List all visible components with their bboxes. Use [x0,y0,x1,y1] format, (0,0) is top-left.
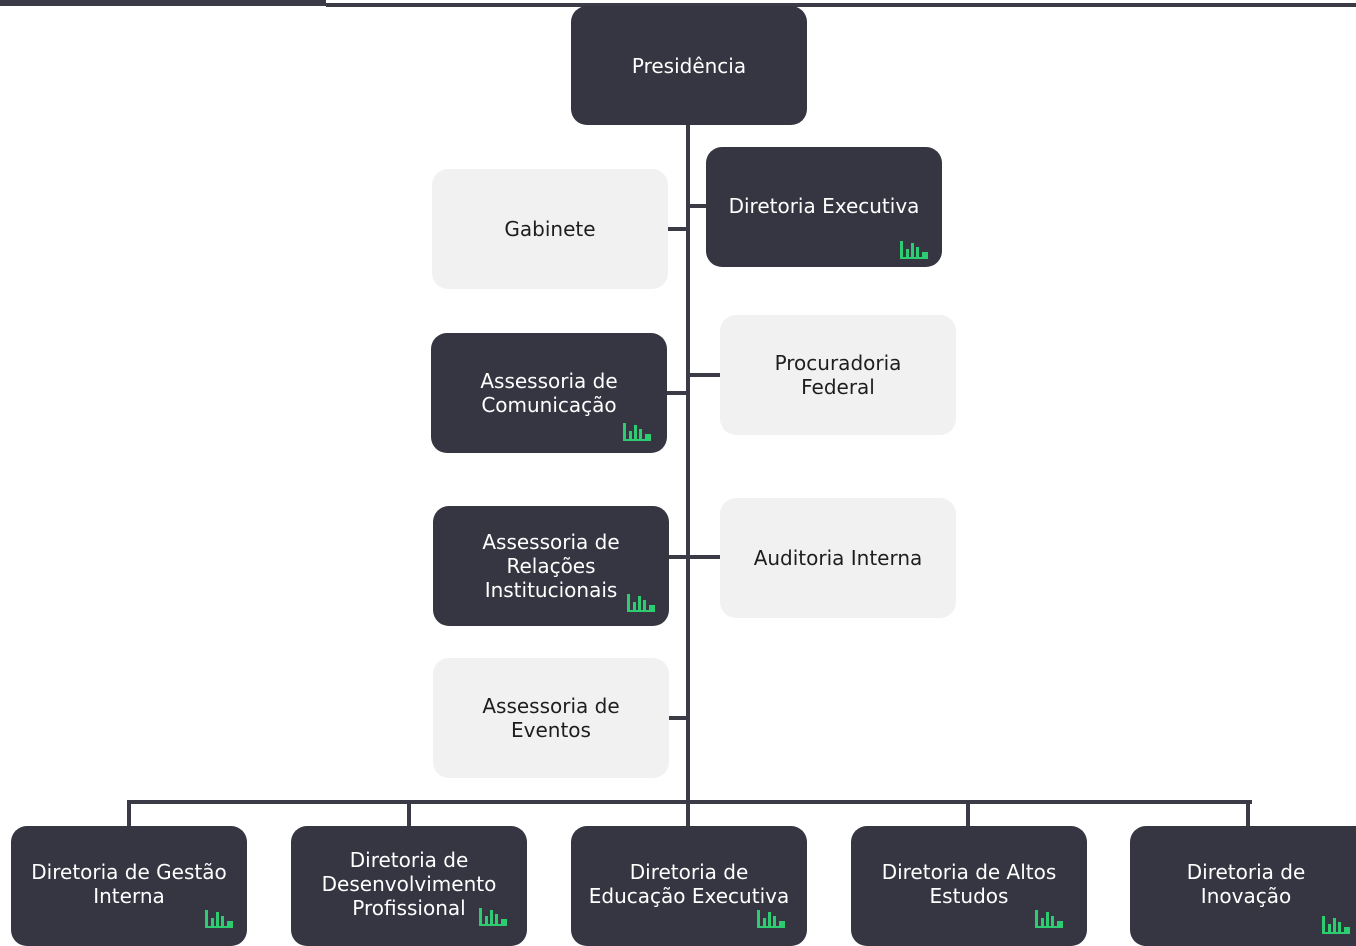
node-diretoria-desenvolvimento-profissional: Diretoria de Desenvolvimento Profissiona… [291,826,527,946]
connector-diretoria-executiva [688,204,708,208]
header-bar [0,0,326,6]
node-diretoria-educacao-executiva: Diretoria de Educação Executiva [571,826,807,946]
node-procuradoria-federal: Procuradoria Federal [720,315,956,435]
drop-desenvolvimento [407,800,411,828]
drop-altos-estudos [966,800,970,828]
node-auditoria-interna: Auditoria Interna [720,498,956,618]
node-label: Diretoria de Educação Executiva [588,860,790,908]
node-label: Gabinete [504,217,596,241]
node-diretoria-altos-estudos: Diretoria de Altos Estudos [851,826,1087,946]
header-divider [326,3,1356,7]
bar-chart-icon[interactable] [1320,912,1354,936]
connector-comunicacao [667,391,688,395]
node-assessoria-comunicacao: Assessoria de Comunicação [431,333,667,453]
node-assessoria-eventos: Assessoria de Eventos [433,658,669,778]
node-gabinete: Gabinete [432,169,668,289]
connector-auditoria [688,555,720,559]
node-diretoria-gestao-interna: Diretoria de Gestão Interna [11,826,247,946]
node-diretoria-inovacao: Diretoria de Inovação [1130,826,1356,946]
node-label: Diretoria de Desenvolvimento Profissiona… [321,848,497,920]
connector-eventos [668,716,688,720]
bar-chart-icon[interactable] [1033,906,1067,930]
node-label: Diretoria de Inovação [1186,860,1306,908]
bar-chart-icon[interactable] [203,906,237,930]
node-diretoria-executiva: Diretoria Executiva [706,147,942,267]
node-label: Diretoria de Gestão Interna [31,860,227,908]
connector-procuradoria [688,373,720,377]
bar-chart-icon[interactable] [755,906,789,930]
node-label: Auditoria Interna [753,546,923,570]
drop-educacao [686,800,690,828]
node-label: Assessoria de Comunicação [480,369,618,417]
trunk-connector [686,124,690,804]
node-assessoria-relacoes: Assessoria de Relações Institucionais [433,506,669,626]
bar-chart-icon[interactable] [621,419,655,443]
bar-chart-icon[interactable] [625,590,659,614]
node-presidencia: Presidência [571,6,807,125]
drop-gestao [127,800,131,828]
node-label: Diretoria Executiva [728,194,920,218]
node-label: Assessoria de Eventos [482,694,620,742]
connector-gabinete [668,227,688,231]
drop-inovacao [1246,800,1250,828]
node-label: Presidência [631,53,747,78]
node-label: Diretoria de Altos Estudos [881,860,1057,908]
bar-chart-icon[interactable] [477,904,511,928]
node-label: Procuradoria Federal [774,351,902,399]
bar-chart-icon[interactable] [898,237,932,261]
connector-relacoes [668,555,688,559]
node-label: Assessoria de Relações Institucionais [482,530,620,602]
